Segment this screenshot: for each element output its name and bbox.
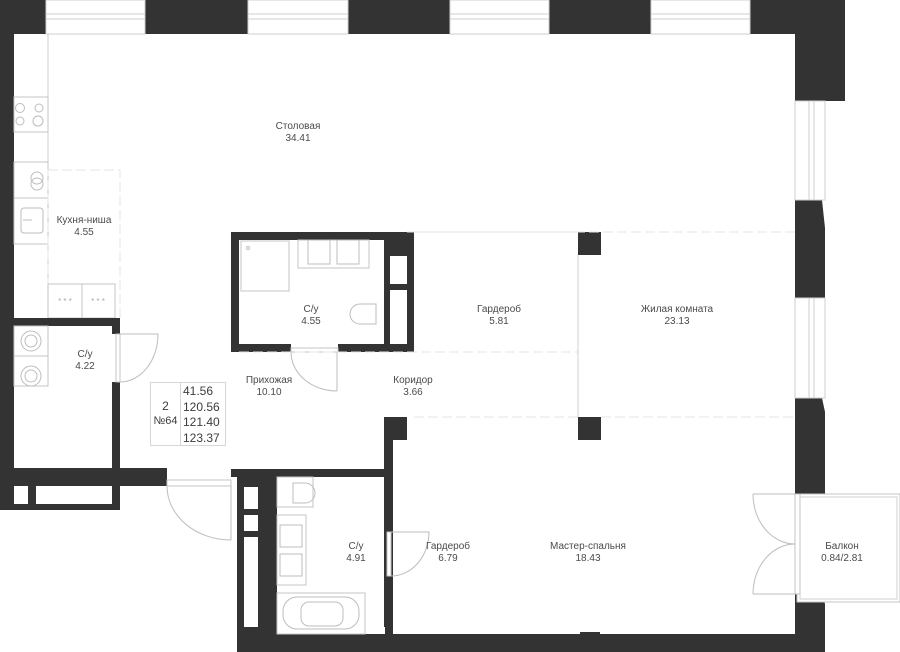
room-label-wardrobe-bottom: Гардероб 6.79 <box>426 541 470 565</box>
area-total-with-balcony-reduced: 121.40 <box>183 415 220 429</box>
area-total-with-balcony: 123.37 <box>183 430 220 445</box>
apartment-areas: 41.56 120.56 121.40 123.37 <box>183 384 220 446</box>
entrance-door <box>166 479 232 541</box>
room-area: 4.91 <box>346 553 366 564</box>
room-label-wardrobe-top: Гардероб 5.81 <box>477 304 521 328</box>
room-area: 5.81 <box>489 316 509 327</box>
room-label-master-bedroom: Мастер-спальня 18.43 <box>550 541 626 565</box>
apartment-number: №64 <box>153 415 178 427</box>
room-label-bathroom-left: С/у 4.22 <box>75 349 94 373</box>
svg-text:* * *: * * * <box>91 297 105 306</box>
room-name: Балкон <box>825 541 859 552</box>
rooms-count: 2 <box>162 399 169 413</box>
room-area: 4.22 <box>75 361 95 372</box>
bathroom-left <box>0 318 167 510</box>
columns-and-partitions <box>239 231 795 627</box>
room-name: Коридор <box>393 375 433 386</box>
room-area: 18.43 <box>575 553 601 564</box>
room-label-hallway: Прихожая 10.10 <box>246 375 292 399</box>
room-name: Кухня-ниша <box>56 215 112 226</box>
room-area: 10.10 <box>256 387 282 398</box>
room-label-balcony: Балкон 0.84/2.81 <box>821 541 863 565</box>
room-name: Гардероб <box>426 541 470 552</box>
room-label-dining: Столовая 34.41 <box>276 121 321 145</box>
room-name: Жилая комната <box>640 304 714 315</box>
kitchen-furniture: * * * * * * <box>13 34 121 319</box>
room-name: Прихожая <box>245 375 293 386</box>
balcony <box>752 493 900 603</box>
svg-text:* * *: * * * <box>58 297 72 306</box>
room-area: 4.55 <box>74 227 94 238</box>
area-living: 41.56 <box>183 384 214 398</box>
apartment-id: 2 №64 <box>151 383 181 445</box>
exterior-walls <box>0 0 845 652</box>
room-area: 6.79 <box>438 553 458 564</box>
room-area: 34.41 <box>285 133 311 144</box>
room-label-bathroom-middle: С/у 4.55 <box>301 304 320 328</box>
room-name: Мастер-спальня <box>550 541 626 552</box>
room-name: Гардероб <box>477 304 521 315</box>
bathroom-bottom <box>231 469 430 652</box>
room-area: 4.55 <box>301 316 321 327</box>
room-label-kitchen-niche: Кухня-ниша 4.55 <box>57 215 112 239</box>
bathroom-middle <box>231 232 414 392</box>
room-name: С/у <box>348 541 364 552</box>
room-area: 3.66 <box>403 387 423 398</box>
room-label-corridor: Коридор 3.66 <box>393 375 433 399</box>
room-name: С/у <box>303 304 319 315</box>
area-total: 120.56 <box>183 399 220 414</box>
room-label-living-room: Жилая комната 23.13 <box>641 304 713 328</box>
windows <box>45 0 826 399</box>
room-area: 0.84/2.81 <box>821 553 863 564</box>
apartment-info-box: 2 №64 41.56 120.56 121.40 123.37 <box>150 382 226 446</box>
room-label-bathroom-bottom: С/у 4.91 <box>346 541 365 565</box>
room-name: Столовая <box>275 121 321 132</box>
room-name: С/у <box>77 349 93 360</box>
room-area: 23.13 <box>664 316 690 327</box>
